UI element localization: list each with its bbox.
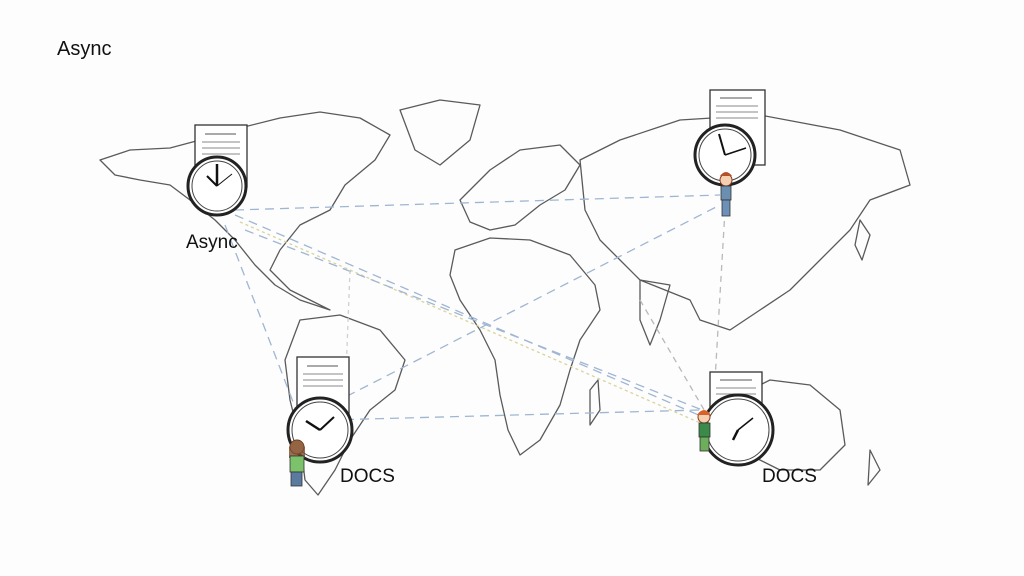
page-title: Async <box>57 38 112 60</box>
clock-icon <box>701 393 775 467</box>
node-label-australia: DOCS <box>762 466 817 487</box>
india-outline <box>639 279 671 346</box>
greenland-outline <box>399 99 481 166</box>
node-australia <box>697 371 775 467</box>
node-label-south-america: DOCS <box>340 466 395 487</box>
new-zealand-outline <box>867 449 881 486</box>
africa-outline <box>449 237 601 456</box>
node-north-america <box>186 124 248 217</box>
japan-outline <box>854 219 871 261</box>
europe-outline <box>459 144 581 231</box>
node-label-north-america: Async <box>186 232 238 253</box>
asia-outline <box>579 114 911 331</box>
person-icon <box>697 410 711 452</box>
connection-lines <box>224 194 726 426</box>
clock-icon <box>693 123 757 187</box>
madagascar-outline <box>589 379 601 426</box>
node-south-america <box>286 356 354 487</box>
person-icon <box>289 439 305 487</box>
person-icon <box>719 172 733 217</box>
node-russia <box>693 89 766 217</box>
south-america-outline <box>284 314 406 496</box>
clock-icon <box>186 155 248 217</box>
